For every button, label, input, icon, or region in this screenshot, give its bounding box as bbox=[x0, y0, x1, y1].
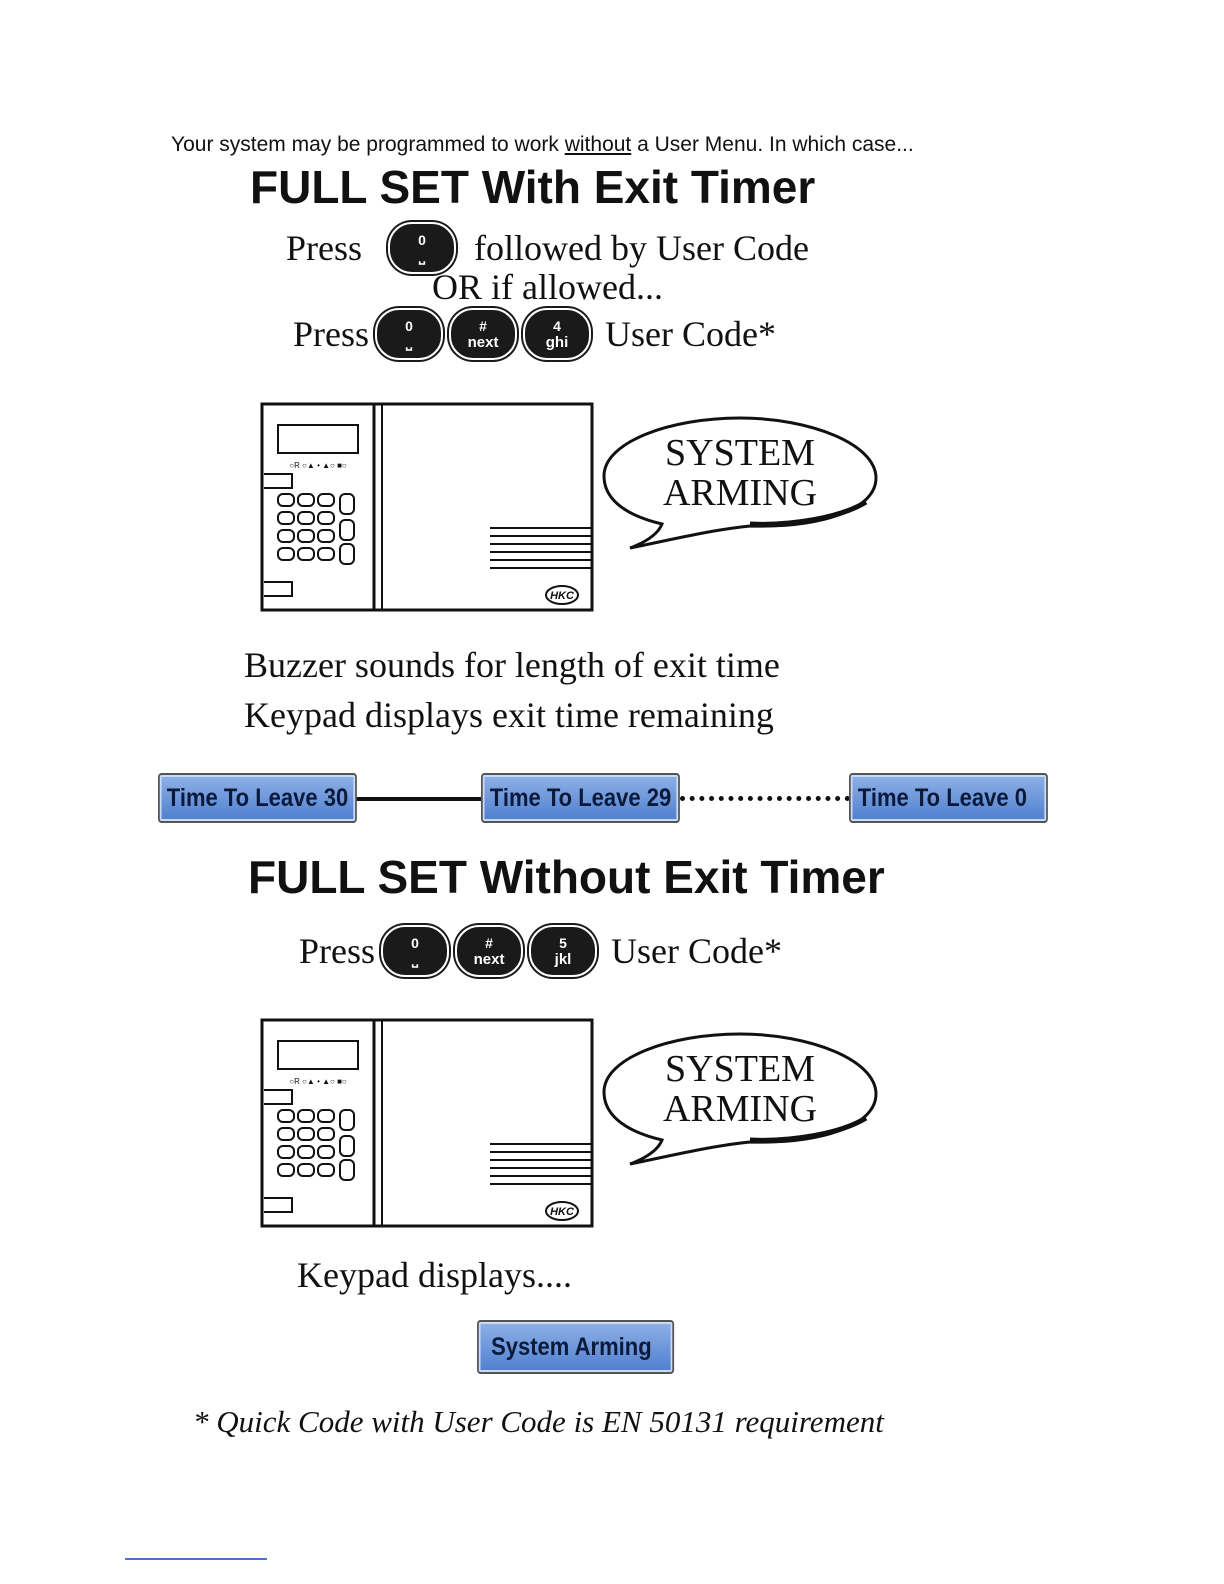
key-top: # bbox=[479, 317, 487, 334]
svg-text:○R ○▲ • ▲○ ■○: ○R ○▲ • ▲○ ■○ bbox=[289, 1077, 347, 1086]
dotted-connector bbox=[680, 796, 850, 801]
section1-title: FULL SET With Exit Timer bbox=[250, 161, 816, 213]
buzzer-description: Buzzer sounds for length of exit time bbox=[244, 645, 780, 685]
key-5-jkl-button[interactable]: 5 jkl bbox=[529, 925, 598, 977]
key-bottom: next bbox=[467, 333, 499, 351]
lcd-display-0: Time To Leave 0 bbox=[849, 773, 1048, 823]
key-hash-next-button[interactable]: # next bbox=[455, 925, 524, 977]
followed-text: followed by User Code bbox=[474, 228, 809, 268]
speech-bubble bbox=[602, 1032, 878, 1166]
user-code-text: User Code* bbox=[605, 314, 776, 354]
panel-logo: HKC bbox=[550, 590, 575, 602]
key-bottom: ⎵ bbox=[406, 333, 413, 351]
lcd-display-29: Time To Leave 29 bbox=[481, 773, 680, 823]
keypad-description: Keypad displays exit time remaining bbox=[244, 695, 774, 735]
user-code-text: User Code* bbox=[611, 931, 782, 971]
speech-line1: SYSTEM bbox=[665, 432, 815, 474]
intro-underlined: without bbox=[564, 133, 632, 156]
alarm-panel-illustration: ○R ○▲ • ▲○ ■○ HKC bbox=[260, 1018, 594, 1228]
key-top: 5 bbox=[559, 934, 567, 951]
section2-quick-row: Press 0 ⎵ # next 5 jkl User Code* bbox=[299, 925, 782, 977]
key-hash-next-button[interactable]: # next bbox=[449, 308, 518, 360]
key-bottom: ⎵ bbox=[412, 950, 419, 968]
speech-line2: ARMING bbox=[662, 472, 818, 514]
key-0-button[interactable]: 0 ⎵ bbox=[375, 308, 444, 360]
alarm-panel-illustration: ○R ○▲ • ▲○ ■○ HKC bbox=[260, 402, 594, 612]
svg-text:○R ○▲ • ▲○ ■○: ○R ○▲ • ▲○ ■○ bbox=[289, 461, 347, 470]
intro-text: Your system may be programmed to work wi… bbox=[171, 133, 914, 157]
speech-line1: SYSTEM bbox=[665, 1048, 815, 1090]
intro-after: a User Menu. In which case... bbox=[631, 133, 914, 156]
key-top: 0 bbox=[418, 231, 426, 248]
section2-title: FULL SET Without Exit Timer bbox=[248, 851, 885, 903]
speech-text: SYSTEM ARMING bbox=[640, 433, 840, 513]
solid-connector bbox=[356, 797, 482, 801]
press-label: Press bbox=[293, 314, 370, 354]
key-4-ghi-button[interactable]: 4 ghi bbox=[523, 308, 592, 360]
key-top: 0 bbox=[411, 934, 419, 951]
footnote: * Quick Code with User Code is EN 50131 … bbox=[193, 1404, 884, 1439]
key-bottom: next bbox=[473, 950, 505, 968]
key-bottom: ⎵ bbox=[419, 247, 426, 265]
lcd-display-30: Time To Leave 30 bbox=[158, 773, 357, 823]
key-bottom: jkl bbox=[554, 950, 572, 968]
speech-line2: ARMING bbox=[662, 1088, 818, 1130]
key-top: # bbox=[485, 934, 493, 951]
intro-before: Your system may be programmed to work bbox=[171, 133, 565, 156]
press-label: Press bbox=[286, 228, 363, 268]
key-top: 0 bbox=[405, 317, 413, 334]
press-label: Press bbox=[299, 931, 376, 971]
panel-logo: HKC bbox=[550, 1206, 575, 1218]
keypad-displays-text: Keypad displays.... bbox=[297, 1255, 572, 1295]
or-text: OR if allowed... bbox=[432, 267, 663, 307]
key-top: 4 bbox=[553, 317, 561, 334]
footnote-rule bbox=[125, 1558, 267, 1560]
lcd-display-system-arming: System Arming bbox=[477, 1320, 675, 1374]
speech-text: SYSTEM ARMING bbox=[640, 1049, 840, 1129]
key-0-button[interactable]: 0 ⎵ bbox=[381, 925, 450, 977]
section1-press-row: Press 0 ⎵ followed by User Code bbox=[286, 222, 809, 274]
key-0-button[interactable]: 0 ⎵ bbox=[388, 222, 457, 274]
speech-bubble bbox=[602, 416, 878, 550]
section1-quick-row: Press 0 ⎵ # next 4 ghi User Code* bbox=[293, 308, 776, 360]
key-bottom: ghi bbox=[545, 333, 569, 351]
